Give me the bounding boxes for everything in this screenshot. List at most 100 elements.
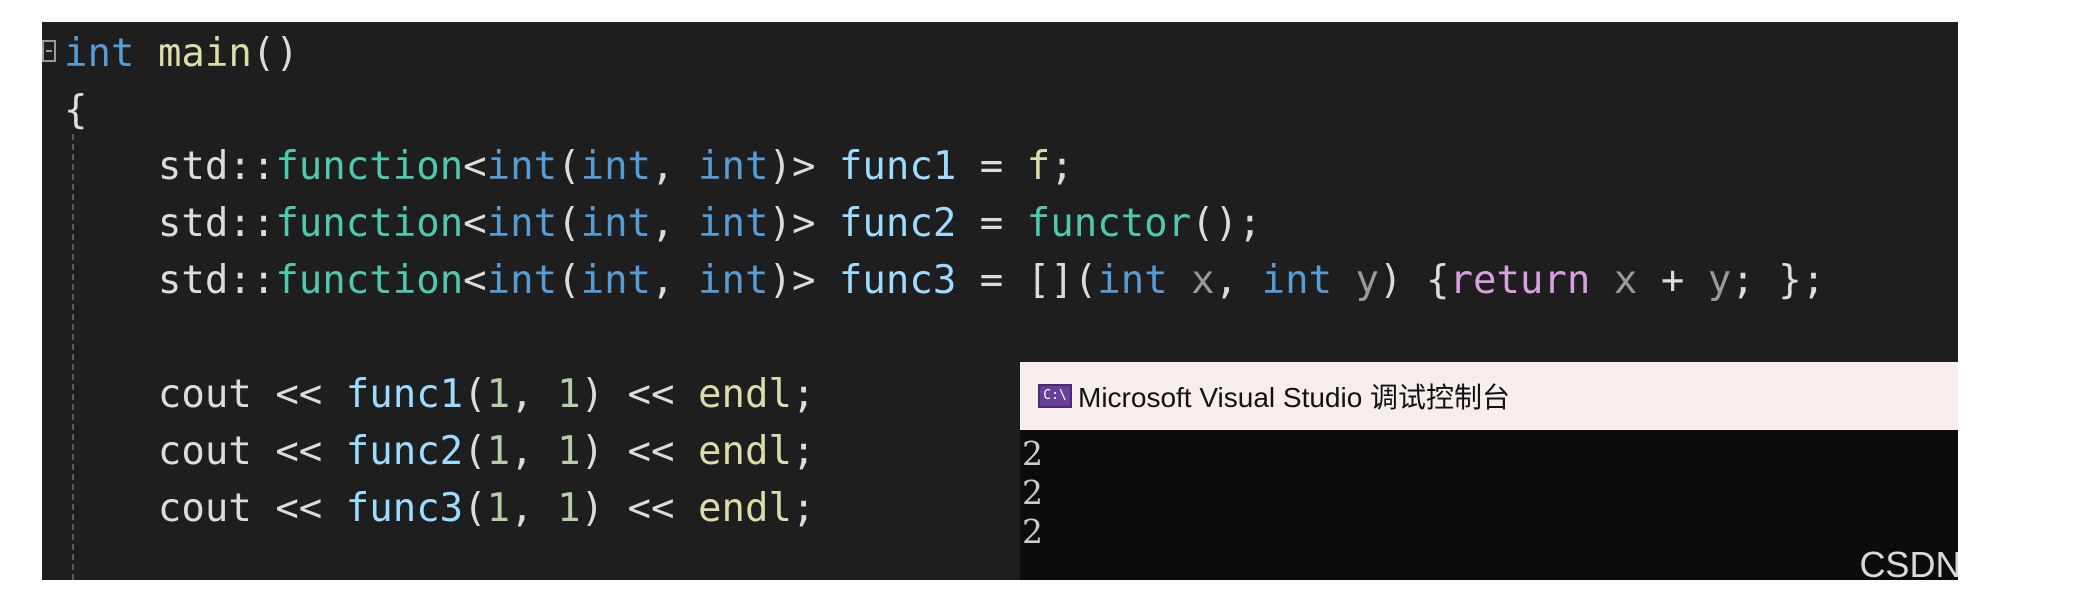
code-token: int xyxy=(580,258,652,303)
code-token: int xyxy=(580,144,652,189)
code-token: ) << xyxy=(580,486,698,531)
console-output: 2 2 2 xyxy=(1022,434,1043,551)
code-token: , xyxy=(510,486,558,531)
code-token xyxy=(134,31,157,76)
code-token: func3 xyxy=(345,486,464,531)
code-token: main xyxy=(157,31,252,76)
code-token: () xyxy=(251,31,299,76)
code-token: < xyxy=(463,258,487,303)
code-token: int xyxy=(1097,258,1168,303)
code-line[interactable]: std::function<int(int, int)> func1 = f; xyxy=(64,139,1074,195)
code-token: < xyxy=(463,201,487,246)
code-token: ( xyxy=(557,258,581,303)
code-line[interactable]: std::function<int(int, int)> func3 = [](… xyxy=(64,253,1825,309)
code-token: function xyxy=(275,144,464,189)
code-token: x xyxy=(1167,258,1215,303)
code-token: function xyxy=(275,201,464,246)
code-token: < xyxy=(463,144,487,189)
code-token: func1 xyxy=(838,144,957,189)
watermark: CSDN @余羡 xyxy=(1859,544,2080,585)
code-token: y xyxy=(1332,258,1380,303)
code-token: functor xyxy=(1026,201,1192,246)
code-token: f xyxy=(1026,144,1051,189)
code-token: = xyxy=(956,201,1027,246)
code-line[interactable]: int main() xyxy=(64,26,299,82)
code-token: return xyxy=(1449,258,1591,303)
code-token: (); xyxy=(1191,201,1262,246)
code-token: 1 xyxy=(486,429,511,474)
code-token: std:: xyxy=(64,201,276,246)
code-token: int xyxy=(64,31,135,76)
code-token: int xyxy=(1261,258,1333,303)
code-token: ( xyxy=(557,201,581,246)
indent-guide xyxy=(72,134,74,580)
code-token: function xyxy=(275,258,464,303)
code-token: ; xyxy=(791,429,816,474)
code-token: ; }; xyxy=(1731,258,1826,303)
code-token: func3 xyxy=(838,258,957,303)
debug-console-window[interactable]: C:\ Microsoft Visual Studio 调试控制台 2 2 2 xyxy=(1020,362,1958,580)
code-token: endl xyxy=(698,372,792,417)
code-token: ; xyxy=(1050,144,1074,189)
code-token: , xyxy=(1214,258,1262,303)
code-token: endl xyxy=(698,429,792,474)
code-token: , xyxy=(510,372,558,417)
code-token: cout << xyxy=(64,486,346,531)
code-token: int xyxy=(486,258,558,303)
code-token: + xyxy=(1660,258,1685,303)
console-app-icon: C:\ xyxy=(1038,384,1072,408)
code-token: ( xyxy=(463,372,487,417)
collapse-toggle-icon[interactable] xyxy=(42,40,56,62)
code-token: ( xyxy=(557,144,581,189)
code-token: endl xyxy=(698,486,792,531)
code-token: ) << xyxy=(580,372,698,417)
code-editor[interactable]: int main(){ std::function<int(int, int)>… xyxy=(42,22,1958,580)
code-token: std:: xyxy=(64,144,276,189)
code-token: , xyxy=(651,144,699,189)
code-token: y xyxy=(1684,258,1732,303)
code-line[interactable]: { xyxy=(64,83,87,139)
code-token: = []( xyxy=(956,258,1098,303)
code-token: , xyxy=(510,429,558,474)
code-token: 1 xyxy=(486,486,511,531)
code-token: ; xyxy=(791,372,816,417)
code-token: )> xyxy=(768,258,839,303)
code-token: int xyxy=(698,144,769,189)
code-token: cout << xyxy=(64,429,346,474)
code-line[interactable]: cout << func3(1, 1) << endl; xyxy=(64,481,816,537)
code-line[interactable]: cout << func1(1, 1) << endl; xyxy=(64,367,816,423)
code-token: int xyxy=(580,201,652,246)
code-token: ( xyxy=(463,486,487,531)
code-token: cout << xyxy=(64,372,346,417)
code-token: int xyxy=(698,201,769,246)
console-output-line: 2 xyxy=(1022,434,1043,473)
code-token: 1 xyxy=(486,372,511,417)
code-token: 1 xyxy=(557,486,581,531)
code-token: )> xyxy=(768,144,839,189)
code-token: func2 xyxy=(345,429,464,474)
console-title: Microsoft Visual Studio 调试控制台 xyxy=(1078,382,1511,413)
console-titlebar[interactable]: C:\ Microsoft Visual Studio 调试控制台 xyxy=(1020,362,1958,430)
code-token: 1 xyxy=(557,429,581,474)
code-token: = xyxy=(956,144,1027,189)
code-token: x xyxy=(1590,258,1661,303)
code-token: int xyxy=(486,144,558,189)
code-token: ; xyxy=(791,486,816,531)
code-token: int xyxy=(486,201,558,246)
code-token: ( xyxy=(463,429,487,474)
console-output-line: 2 xyxy=(1022,512,1043,551)
code-token: , xyxy=(651,201,699,246)
code-line[interactable]: cout << func2(1, 1) << endl; xyxy=(64,424,816,480)
code-token: std:: xyxy=(64,258,276,303)
code-token: ) { xyxy=(1379,258,1450,303)
code-token: )> xyxy=(768,201,839,246)
code-line[interactable]: std::function<int(int, int)> func2 = fun… xyxy=(64,196,1262,252)
code-token: { xyxy=(64,88,88,133)
code-token: int xyxy=(698,258,769,303)
code-token: 1 xyxy=(557,372,581,417)
code-token: func1 xyxy=(345,372,464,417)
console-output-line: 2 xyxy=(1022,473,1043,512)
code-token: , xyxy=(651,258,699,303)
code-token: ) << xyxy=(580,429,698,474)
code-token: func2 xyxy=(838,201,957,246)
